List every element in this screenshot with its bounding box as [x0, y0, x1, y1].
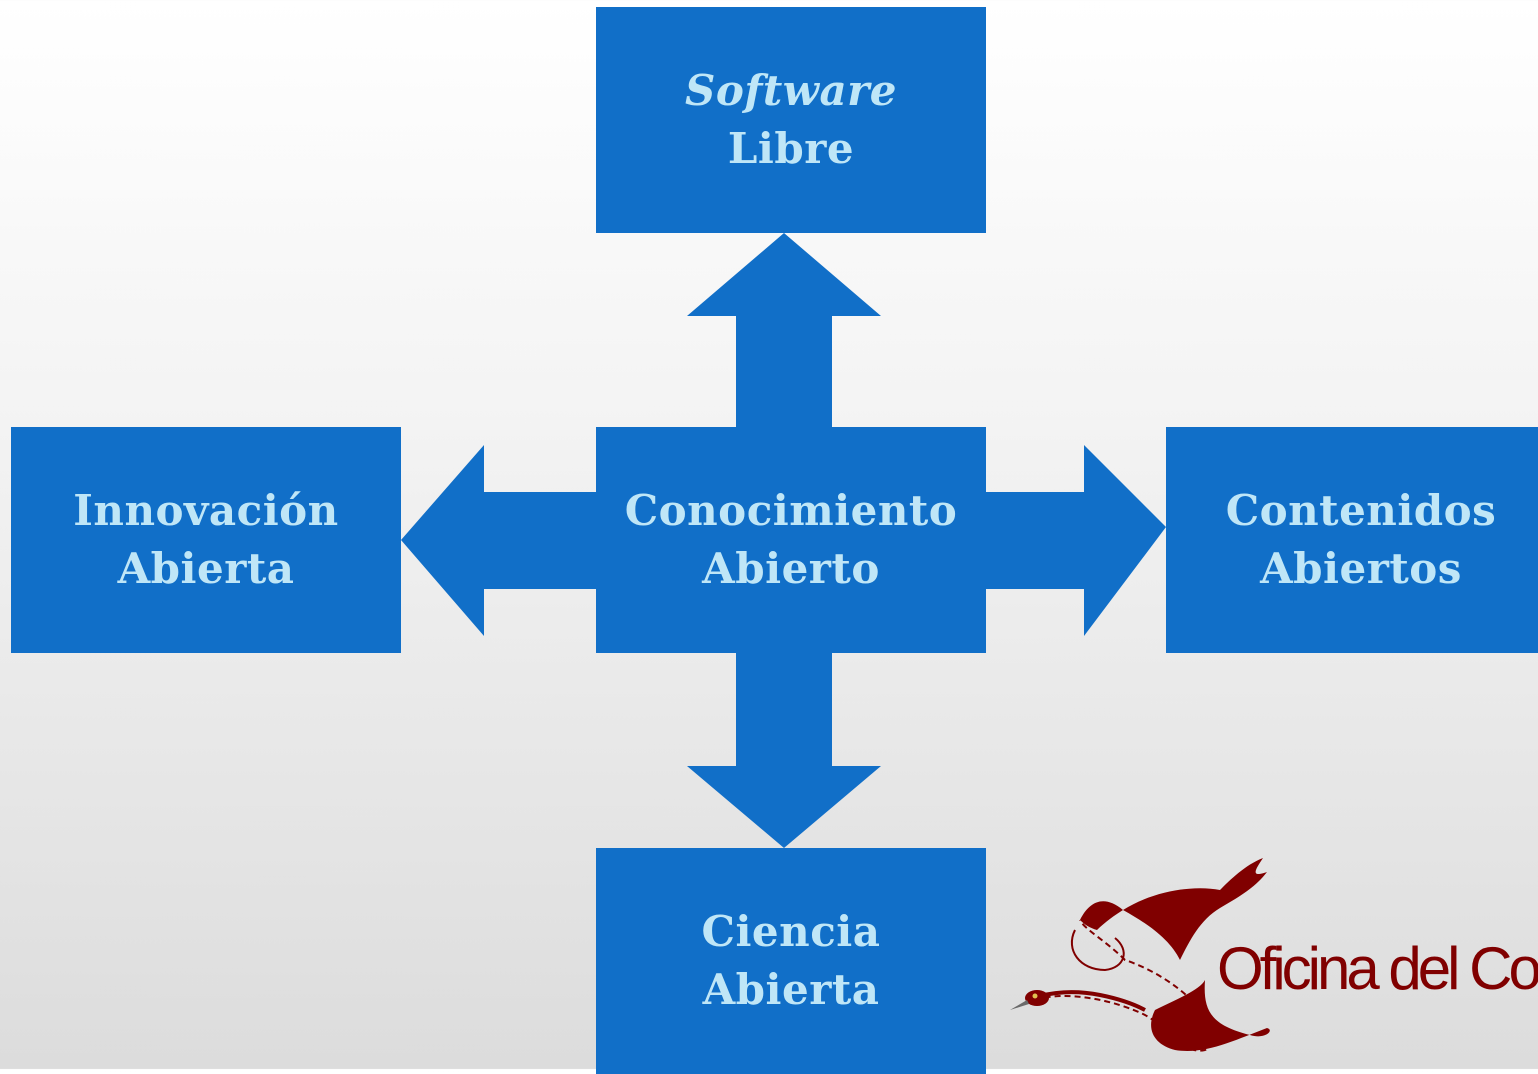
ciencia-abierta-box: Ciencia Abierta [596, 848, 986, 1074]
software-libre-box: Software Libre [596, 7, 986, 233]
conocimiento-abierto-box: Conocimiento Abierto [596, 427, 986, 653]
arrow-up [687, 233, 881, 427]
innovacion-abierta-line2: Abierta [117, 544, 295, 593]
ciencia-abierta-line2: Abierta [702, 965, 880, 1014]
logo-text: Oficina del Cono [1217, 935, 1538, 1002]
contenidos-abiertos-line2: Abiertos [1260, 544, 1462, 593]
software-libre-line1: Software [684, 66, 898, 115]
conocimiento-abierto-line2: Abierto [702, 544, 880, 593]
oficina-logo: Oficina del Cono [1005, 850, 1538, 1069]
innovacion-abierta-line1: Innovación [73, 486, 339, 535]
innovacion-abierta-box: Innovación Abierta [11, 427, 401, 653]
software-libre-line2: Libre [727, 124, 855, 173]
contenidos-abiertos-box: Contenidos Abiertos [1166, 427, 1538, 653]
arrow-right [986, 445, 1166, 636]
arrow-left [401, 445, 596, 636]
arrow-down [687, 653, 881, 848]
flying-bird-icon [1010, 858, 1270, 1052]
conocimiento-abierto-line1: Conocimiento [624, 486, 958, 535]
contenidos-abiertos-line1: Contenidos [1225, 486, 1497, 535]
ciencia-abierta-line1: Ciencia [701, 907, 881, 956]
